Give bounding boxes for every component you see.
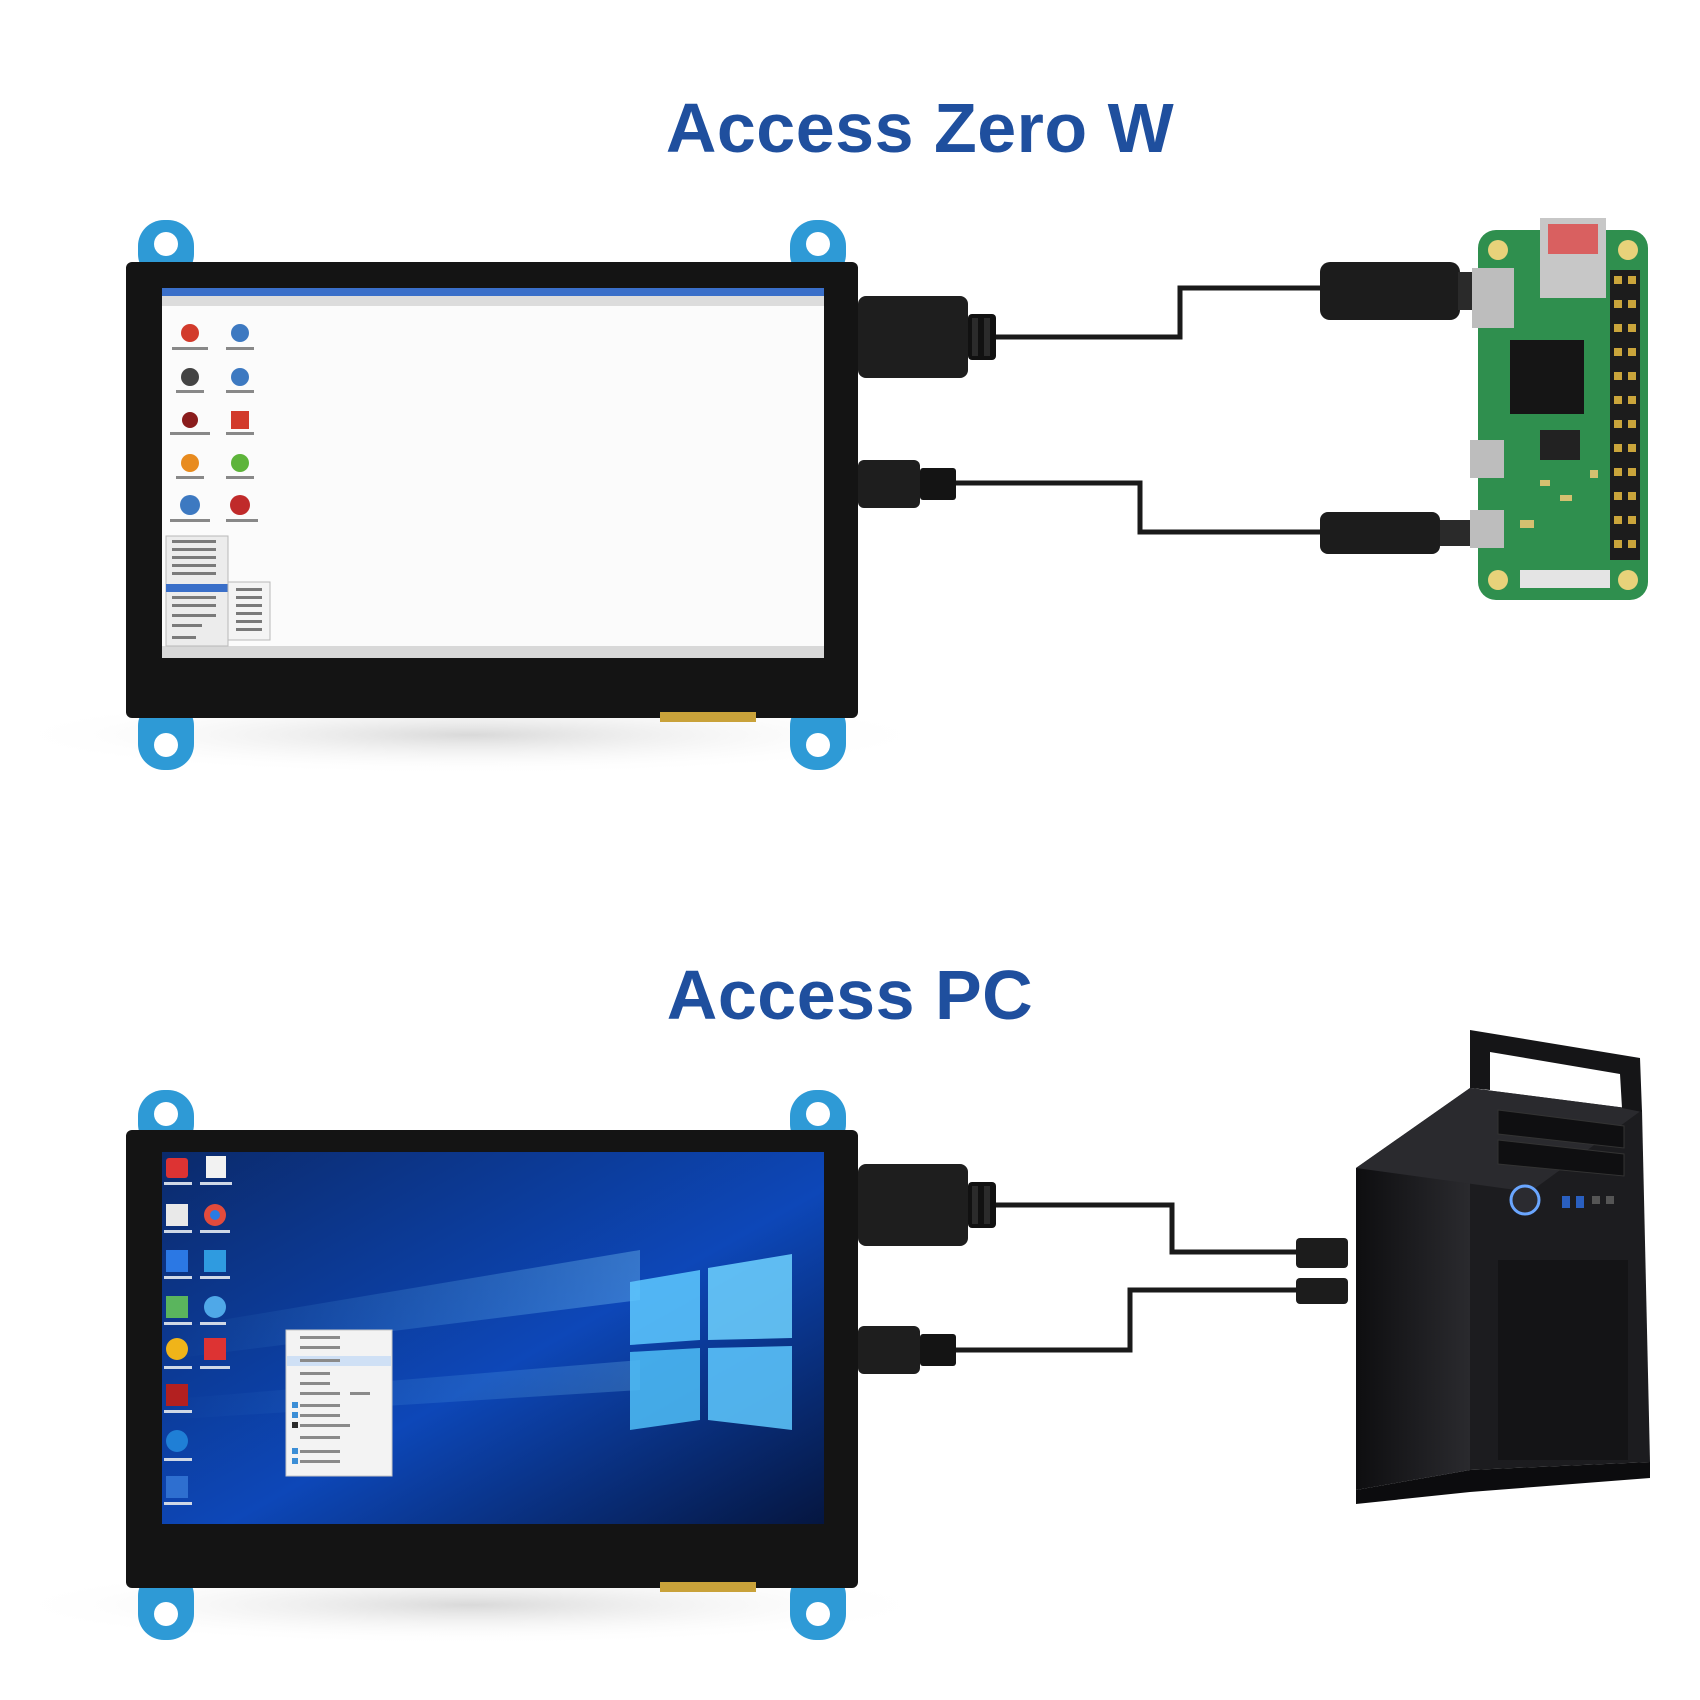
screen-titlebar bbox=[162, 288, 824, 296]
section-title-zero-w: Access Zero W bbox=[665, 89, 1175, 167]
display-top bbox=[0, 220, 996, 775]
cable-plugs-top bbox=[1320, 262, 1494, 554]
python-icon bbox=[231, 368, 249, 386]
desktop-icons bbox=[170, 324, 258, 522]
mount-hole bbox=[806, 1602, 830, 1626]
desktop-icons bbox=[164, 1156, 232, 1505]
mount-hole bbox=[806, 733, 830, 757]
python-icon bbox=[180, 495, 200, 515]
context-menu bbox=[285, 1329, 393, 1477]
python-icon bbox=[231, 324, 249, 342]
raspberry-pi-zero-board-icon bbox=[1470, 218, 1648, 600]
cables-top bbox=[956, 285, 1320, 535]
mount-hole bbox=[806, 1102, 830, 1126]
scratch-icon bbox=[181, 454, 199, 472]
hdmi-cable bbox=[996, 1202, 1300, 1255]
hdmi-cable bbox=[996, 285, 1320, 340]
micro-usb-connector-icon bbox=[858, 460, 956, 508]
screen-taskbar bbox=[162, 646, 824, 658]
app-icon bbox=[230, 495, 250, 515]
usb-cable bbox=[956, 480, 1320, 535]
mount-hole bbox=[154, 1102, 178, 1126]
screen-menubar bbox=[162, 296, 824, 306]
light-beam bbox=[162, 1250, 640, 1360]
hdmi-connector-icon bbox=[858, 1164, 996, 1246]
windows-logo-icon bbox=[630, 1254, 792, 1430]
fpc-ribbon bbox=[660, 712, 756, 722]
mount-hole bbox=[154, 733, 178, 757]
app-icon bbox=[181, 324, 199, 342]
mount-hole bbox=[806, 232, 830, 256]
usb-cable bbox=[956, 1287, 1300, 1353]
start-menu bbox=[165, 535, 271, 647]
display-bottom bbox=[0, 1090, 996, 1645]
app-icon bbox=[231, 454, 249, 472]
desktop-tower-icon bbox=[1356, 1030, 1650, 1504]
light-beam bbox=[162, 1360, 640, 1420]
cables-bottom bbox=[956, 1202, 1300, 1353]
micro-usb-connector-icon bbox=[858, 1326, 956, 1374]
app-icon bbox=[182, 412, 198, 428]
app-icon bbox=[231, 411, 249, 429]
cable-plugs-bottom bbox=[1296, 1238, 1348, 1304]
mount-hole bbox=[154, 1602, 178, 1626]
windows-desktop-screen bbox=[162, 1152, 824, 1524]
screen-area bbox=[162, 288, 824, 658]
hdmi-connector-icon bbox=[858, 296, 996, 378]
app-icon bbox=[181, 368, 199, 386]
section-title-pc: Access PC bbox=[666, 956, 1034, 1034]
fpc-ribbon bbox=[660, 1582, 756, 1592]
raspbian-desktop-screen bbox=[162, 288, 824, 658]
mount-hole bbox=[154, 232, 178, 256]
